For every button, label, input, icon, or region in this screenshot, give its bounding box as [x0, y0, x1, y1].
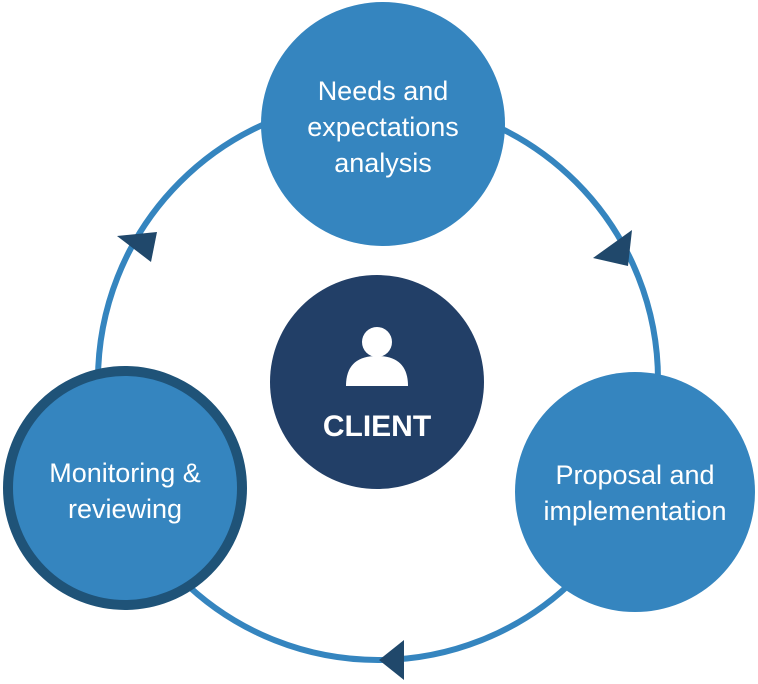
phase-needs-label-line-2: expectations — [307, 112, 459, 142]
phase-needs-label-line-1: Needs and — [318, 76, 449, 106]
phase-proposal-circle — [515, 372, 755, 612]
phase-proposal-label-line-2: implementation — [543, 496, 726, 526]
phase-proposal-label-line-1: Proposal and — [555, 460, 714, 490]
client-hub: CLIENT — [270, 275, 484, 489]
phase-needs-analysis: Needs and expectations analysis — [261, 2, 505, 246]
phase-needs-circle — [261, 2, 505, 246]
arrow-head-icon — [117, 232, 157, 262]
client-label: CLIENT — [323, 410, 431, 443]
phase-monitoring-label-line-1: Monitoring & — [49, 458, 201, 488]
arrow-head-icon — [593, 230, 632, 266]
phase-monitoring-circle — [3, 366, 247, 610]
arrow-head-icon — [379, 640, 404, 680]
phase-monitoring-label-line-2: reviewing — [68, 494, 182, 524]
phase-needs-label-line-3: analysis — [334, 148, 432, 178]
person-icon — [346, 327, 408, 386]
phase-monitoring-reviewing: Monitoring & reviewing — [3, 366, 247, 610]
phase-proposal-implementation: Proposal and implementation — [515, 372, 755, 612]
